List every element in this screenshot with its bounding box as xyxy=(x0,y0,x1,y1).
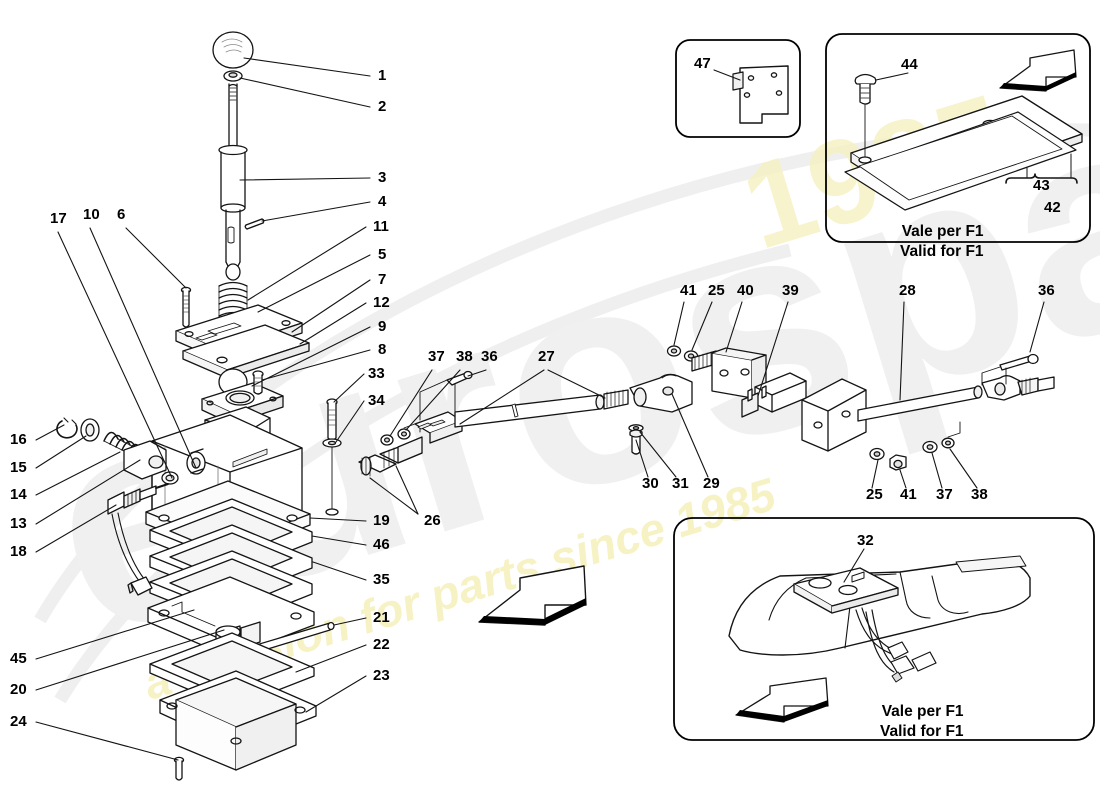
part-bolt-36-right xyxy=(981,353,1039,386)
f1-note-bottom-right: Vale per F1 Valid for F1 xyxy=(880,702,964,742)
callout-18: 18 xyxy=(10,543,27,560)
part-shaft-28 xyxy=(857,375,1055,422)
part-ujoint-29 xyxy=(629,373,693,413)
part-actuator-39 xyxy=(741,372,807,418)
part-shaft-26-right xyxy=(379,436,423,469)
callout-10: 10 xyxy=(83,206,100,223)
callout-4: 4 xyxy=(378,193,387,210)
callout-6: 6 xyxy=(117,206,126,223)
callout-38-bottom: 38 xyxy=(971,486,988,503)
callout-11: 11 xyxy=(373,218,389,235)
part-screw-8 xyxy=(252,370,264,395)
callout-24: 24 xyxy=(10,713,27,730)
callout-34: 34 xyxy=(368,392,385,409)
callout-37-bottom: 37 xyxy=(936,486,953,503)
callout-32: 32 xyxy=(857,532,874,549)
callout-35: 35 xyxy=(373,571,390,588)
callout-17: 17 xyxy=(50,210,67,227)
callout-40: 40 xyxy=(737,282,754,299)
callout-14: 14 xyxy=(10,486,27,503)
callout-3: 3 xyxy=(378,169,387,186)
callout-26: 26 xyxy=(424,512,441,529)
panel-f1-console-inset xyxy=(673,517,1095,741)
part-nut-41-bottom xyxy=(889,454,907,471)
part-oring-15 xyxy=(80,418,100,442)
part-bracket-40 xyxy=(691,347,767,399)
callout-7: 7 xyxy=(378,271,387,288)
callout-39: 39 xyxy=(782,282,799,299)
callout-2: 2 xyxy=(378,98,387,115)
callout-13: 13 xyxy=(10,515,27,532)
callout-45: 45 xyxy=(10,650,27,667)
part-circlip-16 xyxy=(56,417,78,439)
callout-44: 44 xyxy=(901,56,918,73)
part-cover-pan xyxy=(159,670,317,771)
callout-15: 15 xyxy=(10,459,27,476)
callout-36-right: 36 xyxy=(1038,282,1055,299)
callout-16: 16 xyxy=(10,431,27,448)
f1-note-top-right: Vale per F1 Valid for F1 xyxy=(900,222,984,262)
f1-note-it-2: Vale per F1 xyxy=(881,703,964,720)
callout-23: 23 xyxy=(373,667,390,684)
part-piston-13 xyxy=(123,440,167,480)
panel-bracket-inset xyxy=(675,39,801,138)
part-lever-rod xyxy=(218,83,248,213)
panel-f1-plate-inset xyxy=(825,33,1091,243)
part-washers-37-38 xyxy=(922,421,961,454)
callout-42: 42 xyxy=(1044,199,1061,216)
part-bolt-30 xyxy=(628,424,644,455)
part-linkage-27 xyxy=(414,370,629,444)
callout-1: 1 xyxy=(378,67,387,84)
callout-12: 12 xyxy=(373,294,390,311)
part-roll-pin xyxy=(244,218,265,230)
callout-41-top: 41 xyxy=(680,282,697,299)
callout-19: 19 xyxy=(373,512,390,529)
callout-22: 22 xyxy=(373,636,390,653)
callout-46: 46 xyxy=(373,536,390,553)
part-bracket-28-clevis xyxy=(801,378,867,452)
callout-9: 9 xyxy=(378,318,387,335)
callout-29: 29 xyxy=(703,475,720,492)
f1-note-en: Valid for F1 xyxy=(900,242,984,260)
part-switch-18 xyxy=(107,483,169,596)
part-knob xyxy=(212,31,254,69)
f1-note-en-2: Valid for F1 xyxy=(880,722,964,740)
callout-27: 27 xyxy=(538,348,555,365)
callout-20: 20 xyxy=(10,681,27,698)
callout-33: 33 xyxy=(368,365,385,382)
part-knob-ring xyxy=(223,70,243,82)
callout-37: 37 xyxy=(428,348,445,365)
callout-21: 21 xyxy=(373,609,390,626)
leader-lines xyxy=(35,57,1045,761)
part-screw-33 xyxy=(322,398,342,516)
callout-41-bottom: 41 xyxy=(900,486,917,503)
part-gate-plate xyxy=(175,304,310,379)
part-shaft-26-left xyxy=(358,454,397,477)
callout-47: 47 xyxy=(694,55,711,72)
callout-31: 31 xyxy=(672,475,689,492)
part-oring-17 xyxy=(161,471,179,485)
part-screw-24 xyxy=(173,756,185,781)
callout-28: 28 xyxy=(899,282,916,299)
callout-38: 38 xyxy=(456,348,473,365)
part-lever-shaft xyxy=(225,209,241,281)
callout-8: 8 xyxy=(378,341,387,358)
callout-43: 43 xyxy=(1033,177,1050,194)
callout-36: 36 xyxy=(481,348,498,365)
part-washers-41-25-top xyxy=(666,345,699,362)
part-screw-6 xyxy=(180,286,192,328)
callout-25-bottom: 25 xyxy=(866,486,883,503)
callout-25-top: 25 xyxy=(708,282,725,299)
callout-5: 5 xyxy=(378,246,387,263)
f1-note-it: Vale per F1 xyxy=(901,223,984,240)
direction-arrow-main xyxy=(478,565,587,626)
callout-30: 30 xyxy=(642,475,659,492)
part-nut-25-bottom xyxy=(869,447,885,461)
